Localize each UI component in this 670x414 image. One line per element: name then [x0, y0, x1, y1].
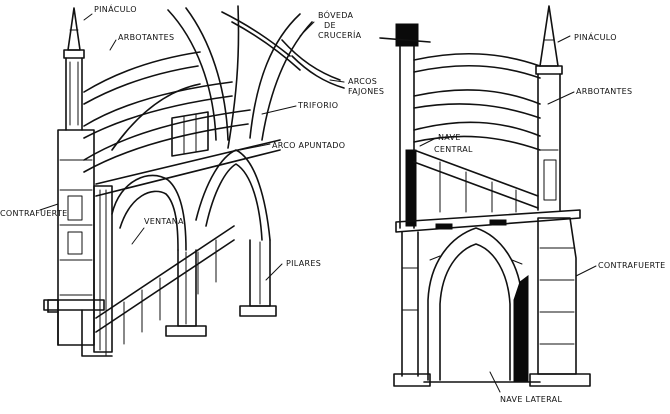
label-boveda-line3: CRUCERÍA: [318, 29, 362, 40]
left-triforium: [171, 111, 209, 157]
label-pilares: PILARES: [286, 259, 321, 268]
label-pinaculo-right: PINÁCULO: [574, 31, 617, 42]
label-boveda-line1: BÓVEDA: [318, 9, 354, 20]
right-cornice: [395, 209, 581, 233]
label-nave-lateral: NAVE LATERAL: [500, 395, 562, 404]
right-lateral-arch: [423, 227, 541, 383]
label-arbotantes-right: ARBOTANTES: [576, 87, 632, 96]
left-arcade: [93, 149, 277, 353]
label-pinaculo-left: PINÁCULO: [94, 3, 137, 14]
label-contrafuerte-left: CONTRAFUERTE: [0, 209, 68, 218]
left-buttress: [47, 129, 95, 346]
right-aisle-roof: [413, 149, 539, 213]
label-nave-central-line2: CENTRAL: [434, 145, 473, 154]
right-pinnacle: [535, 5, 563, 211]
label-boveda-line2: DE: [324, 21, 336, 30]
label-arcos-line2: FAJONES: [348, 87, 384, 96]
right-flying-buttresses: [413, 52, 541, 151]
left-pinnacle: [63, 7, 85, 131]
label-ventana: VENTANA: [144, 217, 184, 226]
right-cathedral-drawing: [379, 5, 591, 387]
label-triforio: TRIFORIO: [297, 101, 338, 110]
label-arbotantes-left: ARBOTANTES: [118, 33, 174, 42]
label-arcos-line1: ARCOS: [348, 77, 377, 86]
left-upper-wall: [95, 139, 281, 197]
left-flying-buttresses: [83, 51, 251, 173]
right-wall-cap: [395, 23, 419, 47]
left-window-gallery: [43, 225, 235, 357]
leader-lines: [39, 13, 597, 393]
label-nave-central-line1: NAVE: [438, 133, 461, 142]
right-buttress: [529, 217, 591, 387]
labels: PINÁCULO ARBOTANTES BÓVEDA DE CRUCERÍA A…: [0, 3, 666, 404]
label-arco-apuntado: ARCO APUNTADO: [272, 141, 345, 150]
right-aisle-wall: [393, 231, 431, 387]
label-contrafuerte-right: CONTRAFUERTE: [598, 261, 666, 270]
right-central-wall: [399, 45, 417, 229]
left-cathedral-drawing: [43, 5, 345, 357]
